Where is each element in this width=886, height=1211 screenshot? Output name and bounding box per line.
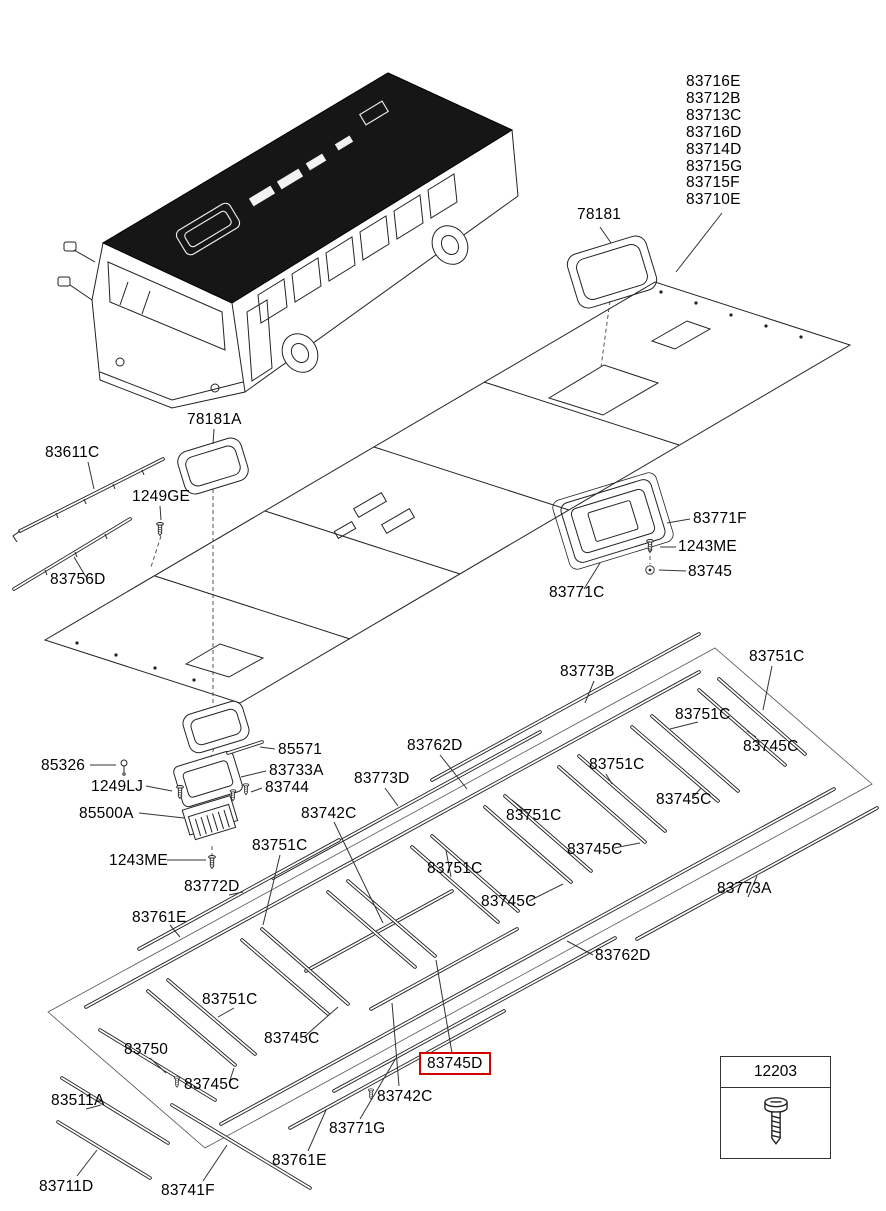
rail-83756D bbox=[12, 517, 132, 591]
part-label[interactable]: 83715F bbox=[686, 174, 740, 192]
rivet-dots bbox=[75, 290, 803, 682]
part-label[interactable]: 83710E bbox=[686, 191, 741, 209]
side-molding-83611C bbox=[12, 457, 165, 543]
bus-windshield bbox=[107, 261, 226, 351]
sunroof-frame-78181 bbox=[566, 235, 658, 309]
part-label[interactable]: 83742C bbox=[377, 1088, 433, 1105]
part-label[interactable]: 83714D bbox=[686, 140, 742, 158]
clip-85326 bbox=[120, 759, 128, 776]
bus-illustration bbox=[57, 72, 519, 409]
roof-hatch-opening bbox=[547, 364, 660, 416]
gasket-ring-lower bbox=[182, 700, 250, 754]
part-label[interactable]: 83751C bbox=[589, 756, 645, 773]
part-label[interactable]: 83715G bbox=[686, 157, 743, 175]
bus-mirror bbox=[63, 241, 77, 252]
bus-door bbox=[246, 299, 273, 382]
leader-lines bbox=[73, 226, 773, 1182]
part-label[interactable]: 83773D bbox=[354, 770, 410, 787]
part-label[interactable]: 83716D bbox=[686, 123, 742, 141]
bus-wheels bbox=[281, 225, 469, 373]
part-label[interactable]: 83716E bbox=[686, 73, 741, 90]
part-label[interactable]: 83751C bbox=[675, 706, 731, 723]
part-label[interactable]: 83611C bbox=[45, 444, 100, 461]
part-label-highlighted[interactable]: 83745D bbox=[419, 1052, 491, 1075]
part-number-column: 83716E 83712B 83713C 83716D 83714D 83715… bbox=[686, 73, 743, 209]
bus-roof bbox=[101, 72, 514, 304]
sunroof-gasket-78181A bbox=[177, 437, 249, 495]
bus-side-windows bbox=[257, 173, 458, 324]
screw-icon bbox=[759, 1088, 793, 1158]
part-label[interactable]: 85500A bbox=[79, 805, 134, 822]
part-label[interactable]: 83745 bbox=[688, 563, 733, 580]
part-label[interactable]: 1243ME bbox=[678, 538, 737, 555]
part-label[interactable]: 83741F bbox=[161, 1182, 215, 1199]
part-label[interactable]: 83751C bbox=[202, 991, 258, 1008]
part-label[interactable]: 83771C bbox=[549, 584, 605, 601]
part-label[interactable]: 85571 bbox=[278, 741, 323, 758]
part-label[interactable]: 83511A bbox=[51, 1092, 105, 1109]
part-label[interactable]: 83751C bbox=[506, 807, 562, 824]
part-label[interactable]: 1243ME bbox=[109, 852, 168, 869]
part-label[interactable]: 83761E bbox=[272, 1152, 327, 1169]
part-label[interactable]: 83773B bbox=[560, 663, 615, 680]
part-label[interactable]: 83751C bbox=[427, 860, 483, 877]
fastener-box[interactable]: 12203 bbox=[720, 1056, 831, 1159]
part-label[interactable]: 83771G bbox=[329, 1120, 386, 1137]
part-label[interactable]: 83761E bbox=[132, 909, 187, 926]
part-label[interactable]: 83745C bbox=[743, 738, 799, 755]
part-label[interactable]: 83711D bbox=[39, 1178, 94, 1195]
part-label[interactable]: 83742C bbox=[301, 805, 357, 822]
part-label[interactable]: 83712B bbox=[686, 89, 741, 107]
part-label[interactable]: 83762D bbox=[595, 947, 651, 964]
part-label[interactable]: 83745C bbox=[481, 893, 537, 910]
part-label[interactable]: 83713C bbox=[686, 106, 742, 124]
part-label[interactable]: 83751C bbox=[749, 648, 805, 665]
part-label[interactable]: 83750 bbox=[124, 1041, 169, 1058]
part-label[interactable]: 83773A bbox=[717, 880, 772, 897]
part-label[interactable]: 1249GE bbox=[132, 488, 191, 505]
roof-hatch-opening bbox=[184, 643, 265, 678]
strip-85571 bbox=[226, 740, 264, 755]
part-label[interactable]: 83744 bbox=[265, 779, 310, 796]
assembly-dashed-lines bbox=[150, 300, 651, 855]
part-label[interactable]: 83762D bbox=[407, 737, 463, 754]
part-label[interactable]: 1249LJ bbox=[91, 778, 144, 795]
fasteners bbox=[120, 522, 655, 1100]
divider bbox=[721, 1087, 830, 1088]
part-label[interactable]: 83772D bbox=[184, 878, 240, 895]
bus-roof-details bbox=[175, 100, 389, 256]
fastener-part-number: 12203 bbox=[753, 1063, 798, 1080]
hatch-assembly-83771C bbox=[552, 472, 674, 570]
part-label[interactable]: 83733A bbox=[269, 762, 324, 779]
pad-85500A bbox=[181, 794, 239, 841]
part-label[interactable]: 78181A bbox=[187, 411, 242, 428]
roof-vent-mark bbox=[650, 320, 712, 350]
part-label[interactable]: 85326 bbox=[41, 757, 86, 774]
part-label[interactable]: 83745C bbox=[656, 791, 712, 808]
part-label[interactable]: 83745C bbox=[264, 1030, 320, 1047]
part-label[interactable]: 83756D bbox=[50, 571, 106, 588]
part-label[interactable]: 83751C bbox=[252, 837, 308, 854]
bus-mirror bbox=[57, 276, 71, 287]
part-label[interactable]: 83771F bbox=[693, 510, 747, 527]
roof-panel-sheet bbox=[43, 281, 852, 704]
roof-frame-assembly bbox=[47, 632, 879, 1190]
part-label[interactable]: 78181 bbox=[577, 206, 622, 223]
part-label[interactable]: 83745C bbox=[567, 841, 623, 858]
part-label[interactable]: 83745C bbox=[184, 1076, 240, 1093]
